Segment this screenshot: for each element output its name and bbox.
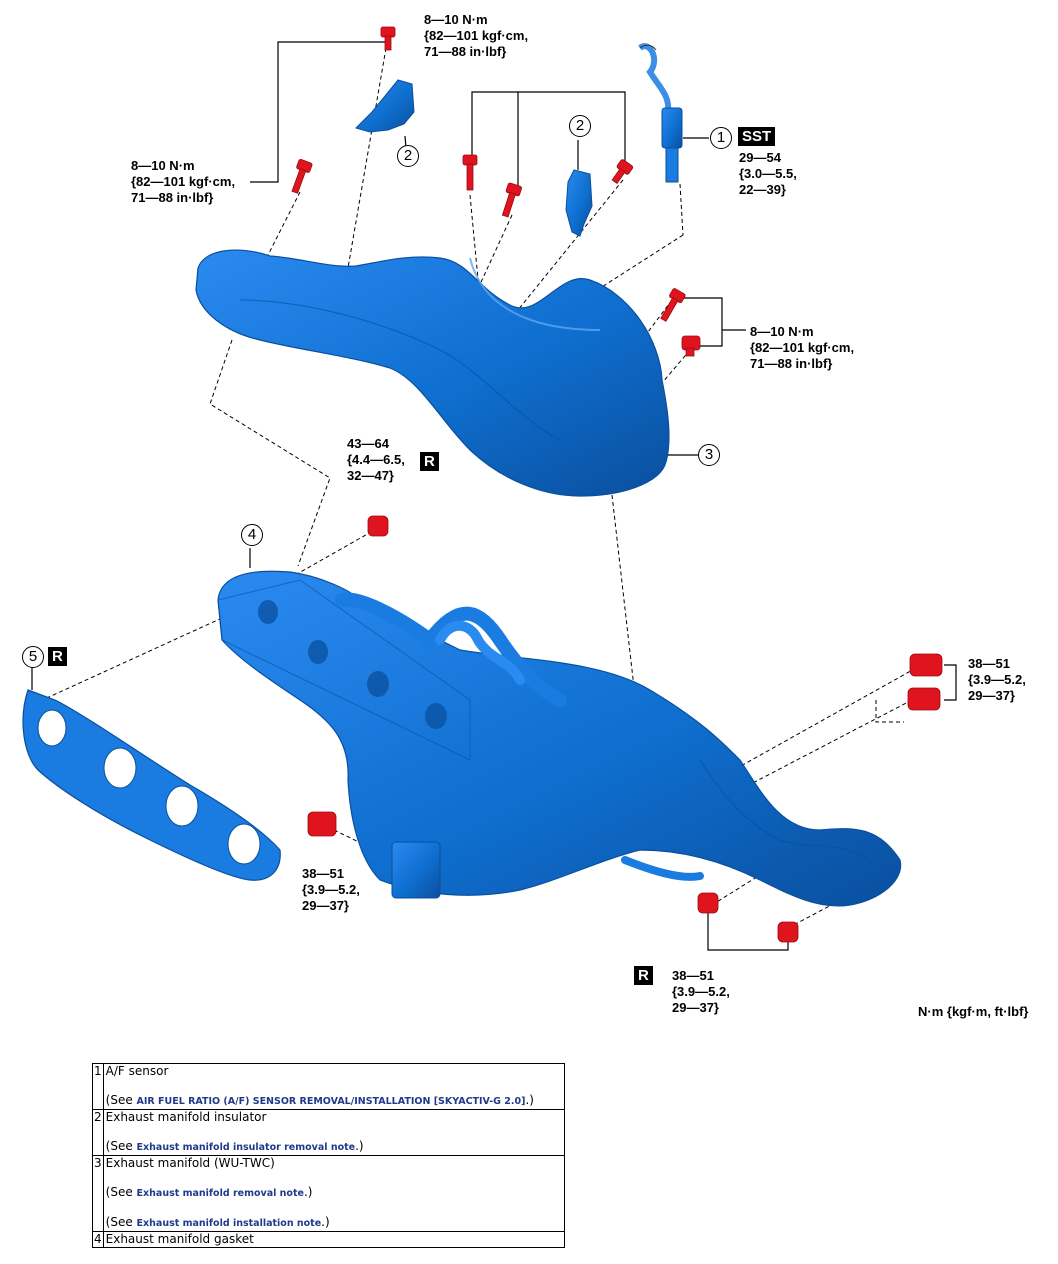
torque-spec-bottom-right: 38—51 {3.9—5.2, 29—37}: [672, 968, 730, 1015]
part-cell: Exhaust manifold (WU-TWC) (See Exhaust m…: [102, 1155, 566, 1232]
reference-link[interactable]: Exhaust manifold insulator removal note: [136, 1142, 356, 1153]
part-number: 1: [92, 1063, 104, 1110]
part-number: 2: [92, 1109, 104, 1156]
fasteners: [291, 26, 943, 943]
part-name: Exhaust manifold (WU-TWC): [105, 1156, 275, 1170]
reference-link[interactable]: Exhaust manifold installation note: [136, 1218, 322, 1229]
units-note: N·m {kgf·m, ft·lbf}: [918, 1004, 1029, 1019]
nut-icon: [307, 811, 337, 837]
callout-3: 3: [698, 444, 720, 466]
table-row: 1 A/F sensor (See AIR FUEL RATIO (A/F) S…: [92, 1063, 566, 1110]
callout-4: 4: [241, 524, 263, 546]
nut-icon: [909, 653, 943, 677]
torque-spec-right: 8—10 N·m {82—101 kgf·cm, 71—88 in·lbf}: [750, 324, 855, 371]
table-row: 4 Exhaust manifold gasket: [92, 1231, 566, 1248]
exhaust-manifold-gasket: [22, 689, 281, 881]
torque-spec-sensor: 29—54 {3.0—5.5, 22—39}: [739, 150, 797, 197]
torque-spec-stud: 43—64 {4.4—6.5, 32—47}: [347, 436, 405, 483]
insulator-bracket-right: [565, 169, 593, 237]
reference-link[interactable]: Exhaust manifold removal note: [136, 1188, 304, 1199]
torque-spec-right-nuts: 38—51 {3.9—5.2, 29—37}: [968, 656, 1026, 703]
callout-2: 2: [569, 115, 591, 137]
part-name: Exhaust manifold insulator: [105, 1110, 267, 1124]
callout-5: 5: [22, 646, 44, 668]
insulator-bracket-left: [355, 79, 415, 133]
callout-2: 2: [397, 145, 419, 167]
bolt-icon: [660, 288, 686, 322]
table-row: 3 Exhaust manifold (WU-TWC) (See Exhaust…: [92, 1155, 566, 1232]
parts-table: 1 A/F sensor (See AIR FUEL RATIO (A/F) S…: [92, 1063, 566, 1248]
part-name: Exhaust manifold gasket: [105, 1232, 254, 1246]
exploded-view-diagram: [22, 26, 957, 951]
part-number: 3: [92, 1155, 104, 1232]
see-reference: (See Exhaust manifold installation note.…: [105, 1215, 330, 1229]
part-name: A/F sensor: [105, 1064, 169, 1078]
see-reference: (See Exhaust manifold insulator removal …: [105, 1139, 364, 1153]
bolt-icon: [611, 159, 634, 184]
see-reference: (See Exhaust manifold removal note.): [105, 1185, 313, 1199]
exhaust-manifold: [217, 570, 902, 907]
replace-badge: R: [420, 452, 439, 471]
callout-1: 1: [710, 127, 732, 149]
torque-spec-bottom-left: 38—51 {3.9—5.2, 29—37}: [302, 866, 360, 913]
part-number: 4: [92, 1231, 104, 1248]
replace-badge: R: [634, 966, 653, 985]
nut-icon: [697, 892, 719, 914]
replace-badge: R: [48, 647, 67, 666]
bolt-icon: [380, 26, 396, 51]
sst-badge: SST: [738, 127, 776, 146]
af-sensor: [638, 43, 683, 183]
bolt-icon: [462, 154, 478, 191]
bolt-icon: [291, 159, 313, 194]
reference-link[interactable]: AIR FUEL RATIO (A/F) SENSOR REMOVAL/INST…: [136, 1096, 526, 1107]
nut-icon: [907, 687, 941, 711]
part-cell: Exhaust manifold insulator (See Exhaust …: [102, 1109, 566, 1156]
bolt-icon: [681, 335, 701, 357]
torque-spec-top: 8—10 N·m {82—101 kgf·cm, 71—88 in·lbf}: [424, 12, 529, 59]
part-cell: Exhaust manifold gasket: [102, 1231, 566, 1248]
table-row: 2 Exhaust manifold insulator (See Exhaus…: [92, 1109, 566, 1156]
see-reference: (See AIR FUEL RATIO (A/F) SENSOR REMOVAL…: [105, 1093, 534, 1107]
nut-icon: [367, 515, 389, 537]
nut-icon: [777, 921, 799, 943]
part-cell: A/F sensor (See AIR FUEL RATIO (A/F) SEN…: [102, 1063, 566, 1110]
torque-spec-left: 8—10 N·m {82—101 kgf·cm, 71—88 in·lbf}: [131, 158, 236, 205]
bolt-icon: [501, 182, 522, 218]
